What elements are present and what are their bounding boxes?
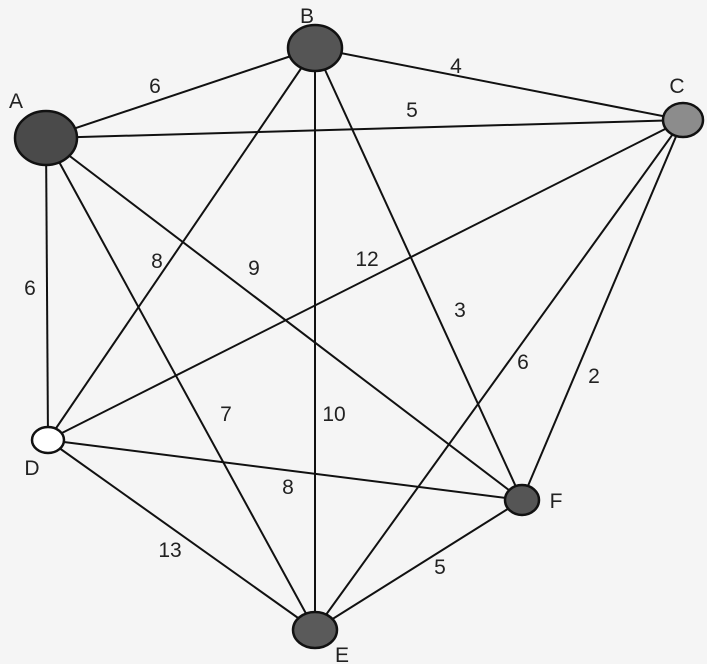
- node-A: [13, 109, 79, 167]
- edge-weight-label: 5: [406, 99, 418, 122]
- node-label-E: E: [335, 644, 349, 664]
- node-label-D: D: [24, 457, 39, 480]
- edge-weight-label: 3: [454, 299, 466, 322]
- edge-weight-label: 2: [588, 365, 600, 388]
- edge-weight-label: 6: [149, 75, 161, 98]
- edge-A-B: [45, 47, 316, 139]
- node-label-B: B: [300, 5, 314, 28]
- edge-weight-label: 6: [24, 277, 36, 300]
- edge-C-F: [521, 119, 684, 501]
- edge-E-F: [314, 499, 523, 631]
- edge-B-C: [314, 47, 684, 121]
- edge-A-C: [45, 119, 684, 139]
- edge-C-D: [47, 119, 684, 441]
- edge-A-D: [45, 137, 49, 441]
- node-C: [661, 101, 705, 139]
- node-label-F: F: [550, 490, 563, 513]
- edge-weight-label: 5: [434, 556, 446, 579]
- edge-B-F: [314, 47, 523, 501]
- edge-A-E: [45, 137, 316, 631]
- edge-weight-label: 10: [322, 403, 345, 426]
- node-label-C: C: [669, 75, 684, 98]
- edge-C-E: [314, 119, 684, 631]
- edge-weight-label: 6: [517, 351, 529, 374]
- edge-weight-label: 4: [450, 55, 462, 78]
- edge-weight-label: 8: [151, 250, 163, 273]
- edge-weight-label: 8: [282, 476, 294, 499]
- edge-B-D: [47, 47, 316, 441]
- edge-D-E: [47, 439, 316, 631]
- node-E: [291, 610, 339, 650]
- node-B: [286, 23, 344, 73]
- edge-weight-label: 9: [248, 257, 260, 280]
- edge-weight-label: 12: [355, 248, 378, 271]
- edge-weight-label: 7: [220, 403, 232, 426]
- edge-A-F: [45, 137, 523, 501]
- edge-D-F: [47, 439, 523, 501]
- node-F: [503, 483, 541, 517]
- node-D: [30, 425, 66, 455]
- edge-weight-label: 13: [158, 539, 181, 562]
- node-label-A: A: [9, 90, 23, 113]
